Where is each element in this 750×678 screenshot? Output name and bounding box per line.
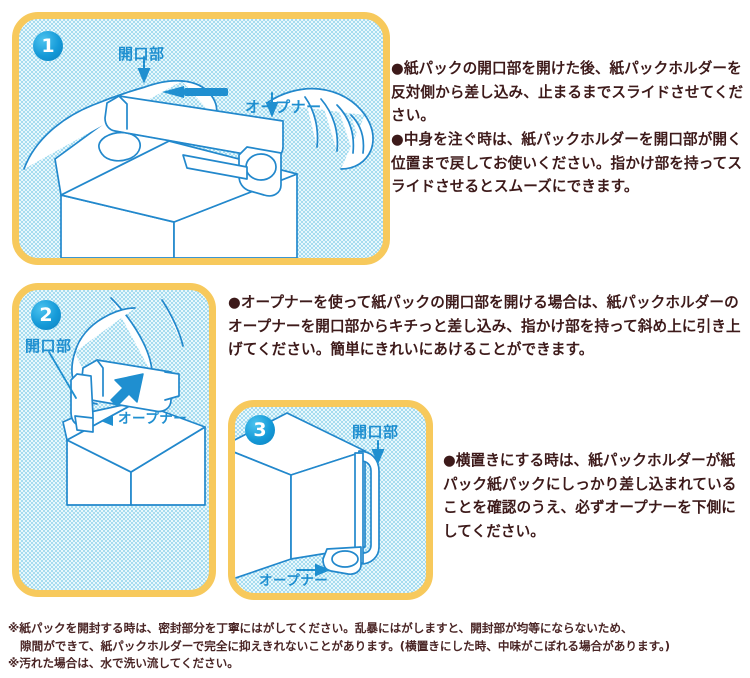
step-panel-3: 3 開口部 オープナー (228, 400, 433, 600)
step-2-illustration (19, 290, 209, 590)
label-opener-1: オープナー (245, 98, 322, 116)
step-2-lineart (48, 297, 206, 506)
step-1-lineart (23, 56, 374, 258)
label-opener-3: オープナー (259, 573, 329, 589)
lift-arrow (110, 373, 144, 407)
label-opener-2: オープナー (118, 411, 188, 427)
step-panel-1: 1 開口部 オープナー (12, 12, 390, 265)
opener-pointer-3 (296, 563, 331, 577)
opener-pointer-2 (101, 416, 113, 426)
step-1-bullet-2: ●中身を注ぐ時は、紙パックホルダーを開口部が開く位置まで戻してお使いください。指… (391, 130, 743, 196)
step-number-badge-2: 2 (31, 300, 61, 330)
slide-arrow (162, 86, 228, 98)
footnote-line-3: ※汚れた場合は、水で洗い流してください。 (8, 656, 239, 671)
step-1-illustration (19, 19, 383, 258)
label-opening-1: 開口部 (118, 45, 165, 63)
footnote-line-2: 隙間ができて、紙パックホルダーで完全に抑えきれないことがあります。(横置きにした… (20, 638, 671, 653)
step-2-bullet-1: ●オープナーを使って紙パックの開口部を開ける場合は、紙パックホルダーのオープナー… (228, 294, 741, 359)
step-3-instructions: ●横置きにする時は、紙パックホルダーが紙パック紙パックにしっかり差し込まれている… (443, 449, 745, 544)
footnotes: ※紙パックを開封する時は、密封部分を丁寧にはがしてください。乱暴にはがしますと、… (8, 620, 746, 673)
footnote-line-1: ※紙パックを開封する時は、密封部分を丁寧にはがしてください。乱暴にはがしますと、… (8, 621, 633, 635)
label-opening-2: 開口部 (25, 337, 72, 355)
step-1-bullet-1: ●紙パックの開口部を開けた後、紙パックホルダーを反対側から差し込み、止まるまでス… (391, 60, 744, 125)
step-number-badge-1: 1 (33, 31, 63, 61)
step-panel-2: 2 開口部 オープナー (12, 283, 216, 597)
step-3-bullet-1: ●横置きにする時は、紙パックホルダーが紙パック紙パックにしっかり差し込まれている… (443, 452, 737, 540)
step-2-instructions: ●オープナーを使って紙パックの開口部を開ける場合は、紙パックホルダーのオープナー… (228, 291, 747, 362)
step-number-badge-3: 3 (245, 415, 275, 445)
label-opening-3: 開口部 (352, 423, 399, 441)
step-1-instructions: ●紙パックの開口部を開けた後、紙パックホルダーを反対側から差し込み、止まるまでス… (391, 57, 747, 199)
